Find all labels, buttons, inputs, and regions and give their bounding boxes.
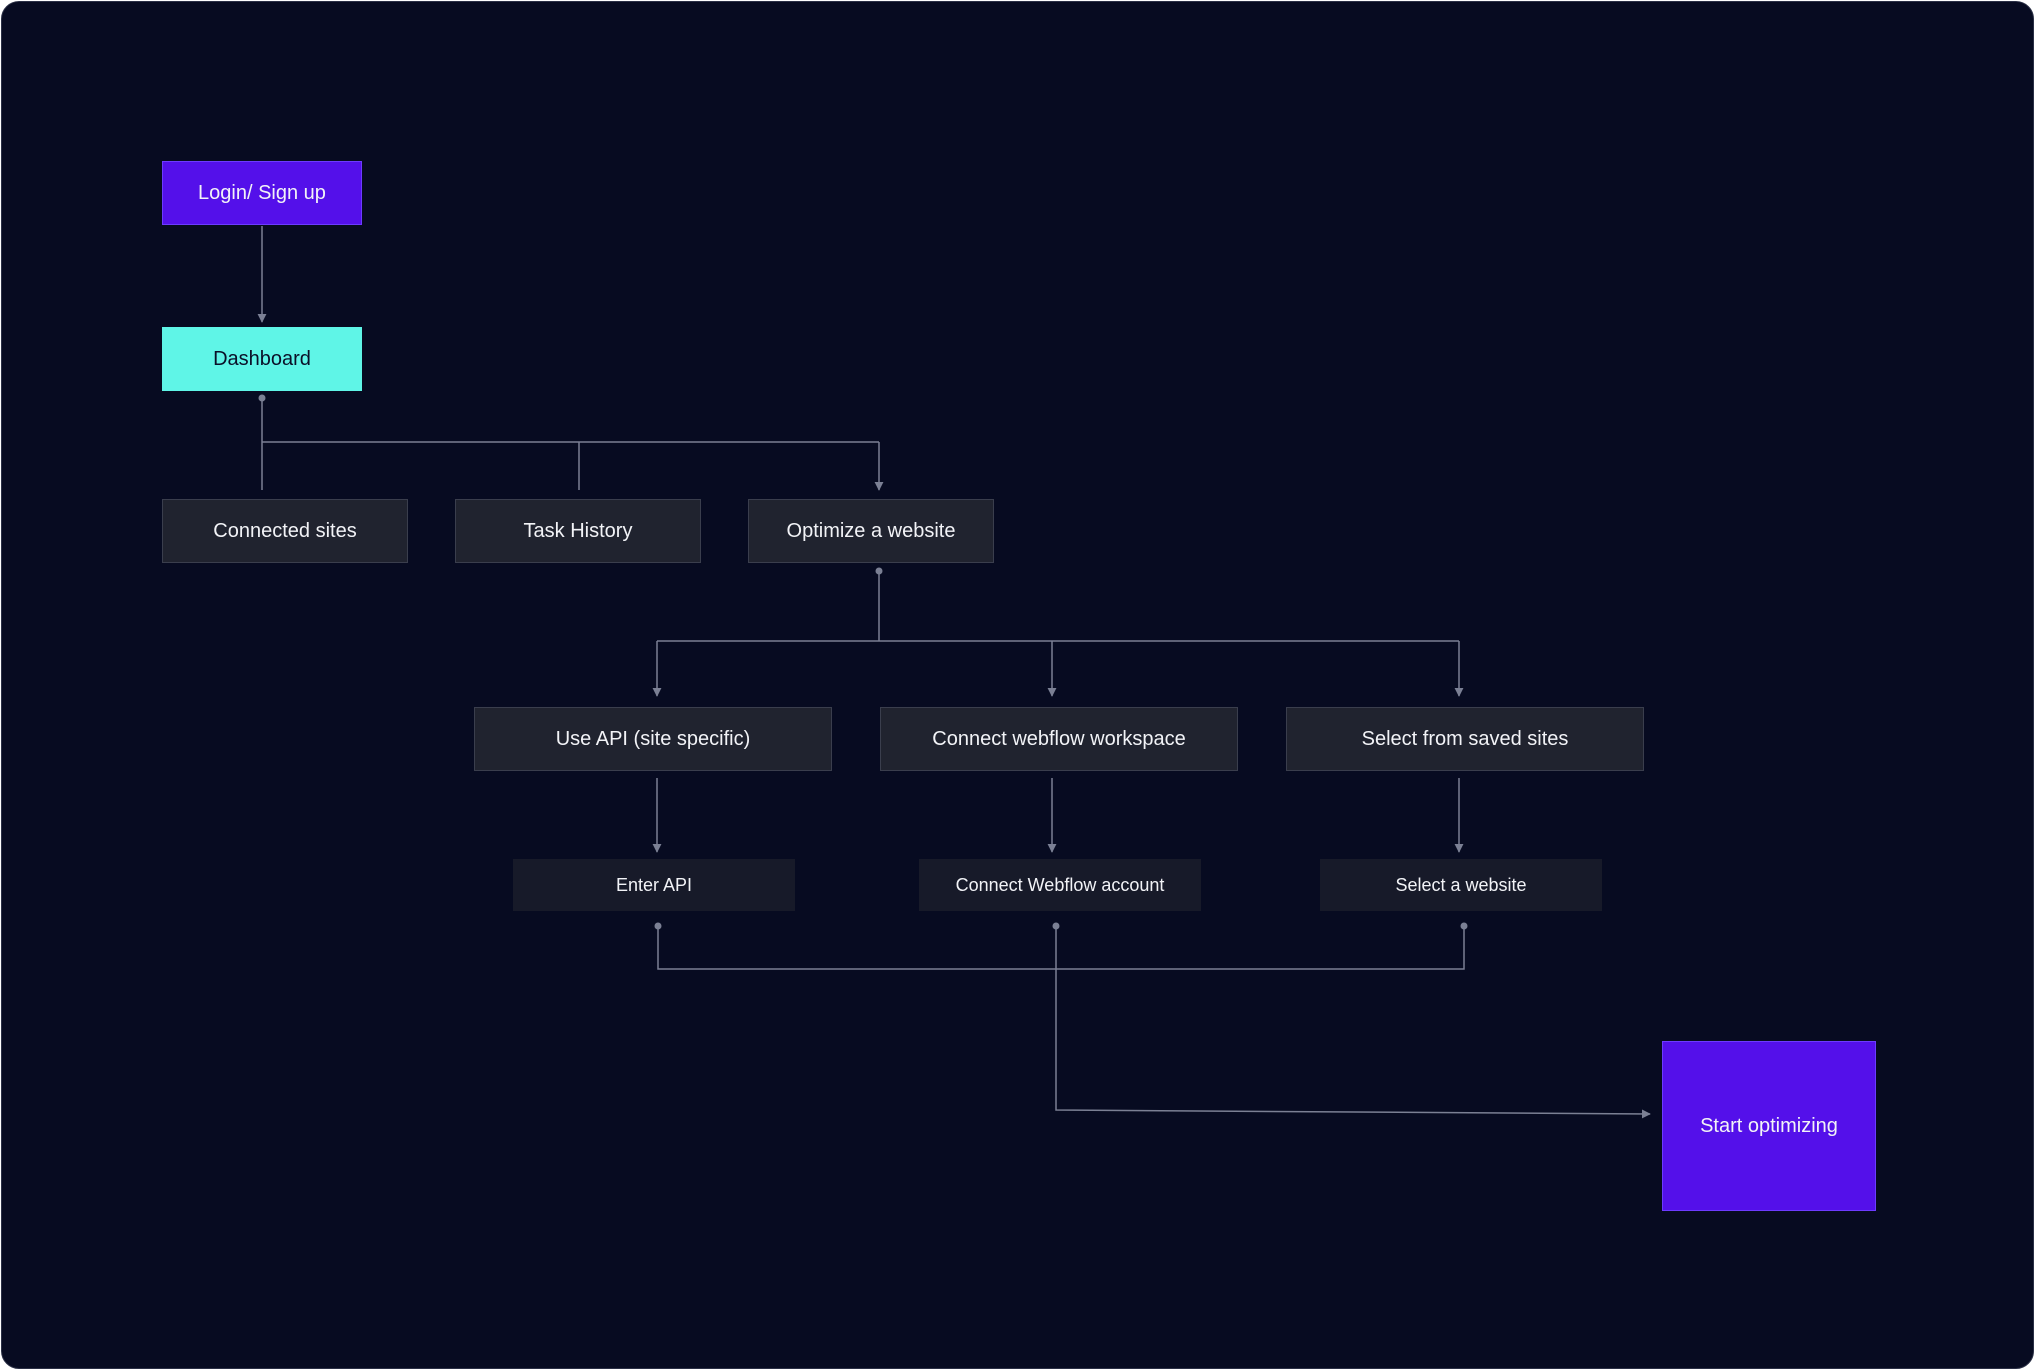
node-select-website-label: Select a website [1395, 874, 1527, 895]
node-enter-api-label: Enter API [615, 874, 693, 895]
node-connected-sites: Connected sites [162, 499, 408, 563]
connector-to-start [1055, 926, 1651, 1119]
node-select-saved-sites-label: Select from saved sites [1361, 727, 1569, 750]
node-enter-api: Enter API [513, 859, 795, 911]
node-start-optimizing-label: Start optimizing [1700, 1114, 1838, 1137]
node-optimize-website: Optimize a website [748, 499, 994, 563]
node-connect-webflow-account-label: Connect Webflow account [955, 874, 1165, 895]
node-login-signup: Login/ Sign up [162, 161, 362, 225]
node-connect-webflow-account: Connect Webflow account [919, 859, 1201, 911]
node-select-website: Select a website [1320, 859, 1602, 911]
node-task-history-label: Task History [523, 519, 633, 542]
node-connected-sites-label: Connected sites [213, 519, 357, 542]
node-task-history: Task History [455, 499, 701, 563]
node-connect-workspace: Connect webflow workspace [880, 707, 1238, 771]
node-login-signup-label: Login/ Sign up [198, 181, 326, 204]
node-use-api: Use API (site specific) [474, 707, 832, 771]
connector-join [657, 926, 1465, 970]
node-dashboard-label: Dashboard [213, 347, 311, 370]
node-dashboard: Dashboard [162, 327, 362, 391]
node-optimize-website-label: Optimize a website [786, 519, 956, 542]
node-select-saved-sites: Select from saved sites [1286, 707, 1644, 771]
node-start-optimizing: Start optimizing [1662, 1041, 1876, 1211]
node-use-api-label: Use API (site specific) [555, 727, 751, 750]
node-connect-workspace-label: Connect webflow workspace [932, 727, 1186, 750]
